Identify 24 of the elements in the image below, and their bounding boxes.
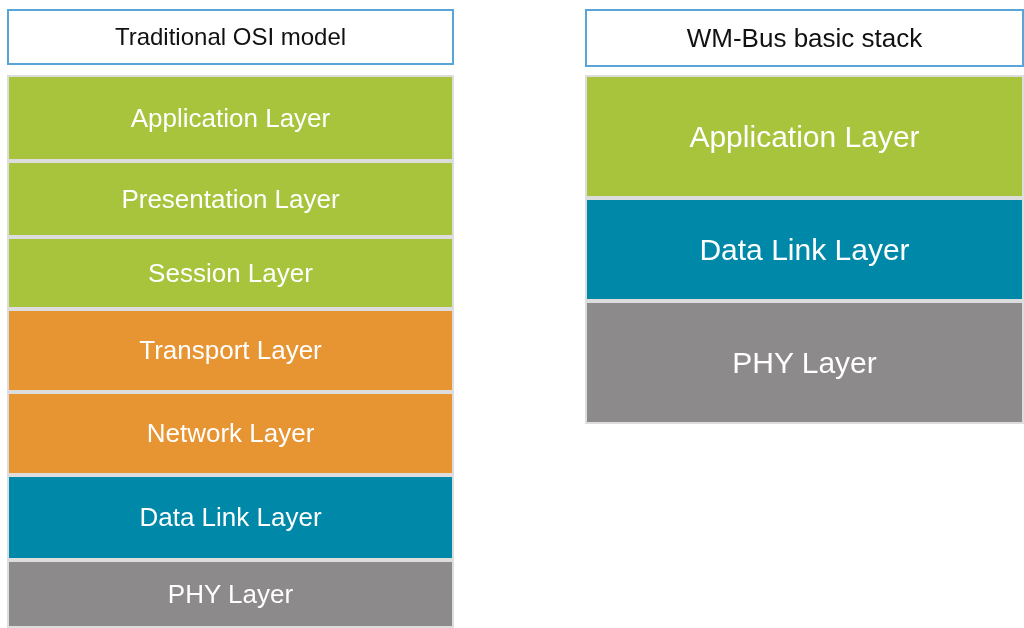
title-box: [7, 9, 454, 65]
layer-label: Session Layer: [148, 256, 313, 290]
title-box: [585, 9, 1024, 67]
layer-label: Application Layer: [130, 101, 331, 135]
layer-label: Application Layer: [689, 118, 920, 155]
layer-box: [7, 309, 454, 392]
layer-label: PHY Layer: [167, 577, 294, 611]
layer-box: [7, 475, 454, 560]
layer-label: PHY Layer: [732, 344, 877, 381]
layer-box: [7, 560, 454, 628]
layer-box: [7, 237, 454, 309]
layer-box: [7, 161, 454, 237]
layer-label: Network Layer: [146, 417, 315, 450]
stack-title: WM-Bus basic stack: [686, 21, 923, 55]
layer-label: Transport Layer: [139, 334, 322, 367]
layer-label: Data Link Layer: [699, 231, 910, 268]
layer-box: [7, 392, 454, 475]
layer-box: [7, 75, 454, 161]
layer-box: [585, 301, 1024, 424]
layer-label: Presentation Layer: [121, 182, 340, 216]
stack-title: Traditional OSI model: [114, 22, 347, 52]
layer-box: [585, 198, 1024, 301]
layer-label: Data Link Layer: [139, 501, 322, 534]
layer-box: [585, 75, 1024, 198]
